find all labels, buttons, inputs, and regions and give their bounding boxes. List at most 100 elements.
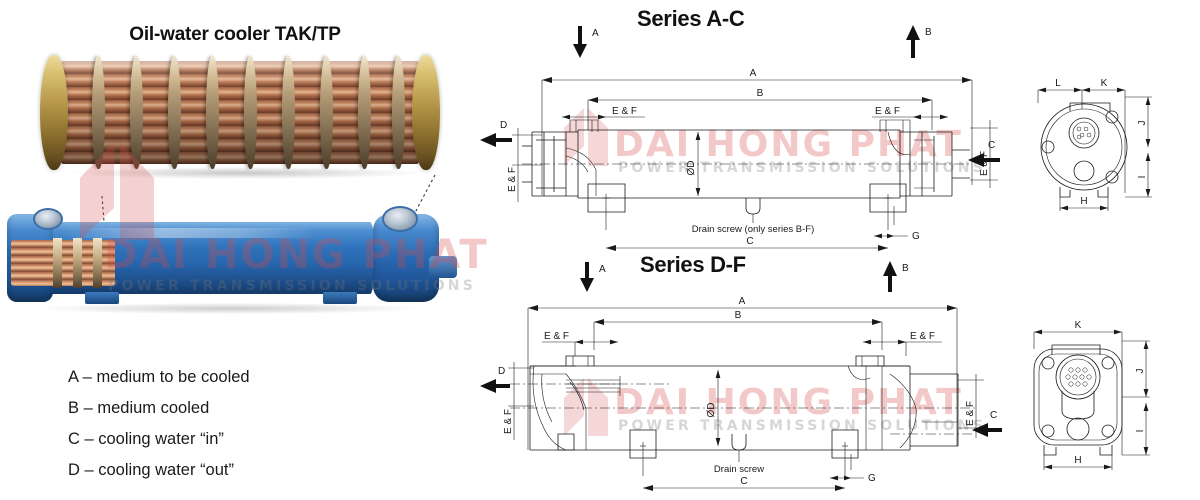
legend-item-d: D – cooling water “out” bbox=[68, 461, 234, 479]
baffle-plate bbox=[244, 56, 257, 169]
dimension-diameter-d: ØD bbox=[686, 132, 701, 196]
dimension-h: H bbox=[1043, 455, 1113, 470]
svg-text:J: J bbox=[1135, 369, 1146, 374]
photo-shadow bbox=[70, 167, 420, 179]
svg-text:H: H bbox=[1074, 455, 1081, 466]
dimension-ef-left-top: E & F bbox=[562, 106, 645, 120]
dimension-i: I bbox=[1125, 153, 1152, 198]
series-df-end-view: K J bbox=[1033, 320, 1150, 470]
baffle-plate bbox=[206, 56, 219, 169]
inner-chamber bbox=[1061, 391, 1095, 420]
baffle-plate bbox=[320, 56, 333, 169]
svg-text:E & F: E & F bbox=[503, 409, 514, 434]
dimension-i: I bbox=[1122, 403, 1150, 456]
flow-label-a: A bbox=[599, 264, 606, 275]
svg-text:J: J bbox=[1137, 121, 1148, 126]
dimension-b: B bbox=[593, 310, 883, 350]
drain-screw bbox=[745, 198, 761, 223]
flow-label-d: D bbox=[498, 366, 505, 377]
flow-label-d: D bbox=[500, 120, 507, 131]
end-view-body bbox=[1033, 344, 1123, 456]
shell-highlight bbox=[65, 228, 315, 238]
drain-port-end bbox=[1073, 160, 1095, 182]
tube-bundle-end bbox=[1068, 117, 1100, 149]
product-photo-panel: Oil-water cooler TAK/TP bbox=[0, 0, 470, 500]
flow-label-c: C bbox=[990, 410, 997, 421]
series-ac-drawing: A B D C A B E & F bbox=[480, 25, 1000, 251]
dimension-c: C bbox=[643, 476, 845, 491]
baffle-plate bbox=[168, 56, 181, 169]
dimension-l: L bbox=[1037, 78, 1082, 103]
svg-text:E & F: E & F bbox=[875, 106, 900, 117]
svg-text:K: K bbox=[1075, 320, 1082, 331]
bolt-boss bbox=[1101, 356, 1115, 370]
dimension-diameter-d: ØD bbox=[706, 370, 721, 446]
svg-text:C: C bbox=[740, 476, 747, 487]
legend-item-c: C – cooling water “in” bbox=[68, 430, 224, 448]
svg-text:B: B bbox=[735, 310, 742, 321]
dimension-k: K bbox=[1081, 78, 1126, 193]
right-head-assembly bbox=[879, 119, 970, 197]
drain-port-end bbox=[1066, 417, 1090, 441]
cooler-shell-section bbox=[510, 365, 975, 451]
svg-text:A: A bbox=[750, 68, 757, 79]
flow-arrow-a bbox=[580, 262, 594, 292]
svg-text:E & F: E & F bbox=[612, 106, 637, 117]
baffle-plate bbox=[358, 56, 371, 169]
dimension-k: K bbox=[1033, 320, 1123, 455]
svg-text:E & F: E & F bbox=[979, 151, 990, 176]
drain-screw-note: Drain screw bbox=[714, 464, 764, 475]
flow-label-a: A bbox=[592, 28, 599, 39]
drain-screw-note: Drain screw (only series B-F) bbox=[692, 224, 814, 235]
flow-arrow-c bbox=[972, 423, 1002, 437]
svg-text:G: G bbox=[868, 473, 876, 484]
svg-text:E & F: E & F bbox=[544, 331, 569, 342]
dimension-ef-right-vertical: E & F bbox=[958, 374, 984, 438]
legend-item-b: B – medium cooled bbox=[68, 399, 210, 417]
svg-text:H: H bbox=[1080, 196, 1087, 207]
flow-label-b: B bbox=[925, 27, 932, 38]
svg-text:A: A bbox=[739, 296, 746, 307]
baffle-plate bbox=[92, 56, 105, 169]
dimension-c: C bbox=[606, 236, 888, 251]
drain-screw bbox=[731, 434, 747, 462]
cooler-shell-section bbox=[522, 129, 970, 199]
flow-arrow-b bbox=[906, 25, 920, 58]
baffle-plate bbox=[73, 238, 82, 288]
dimension-ef-right-top: E & F bbox=[872, 106, 948, 120]
right-head-assembly bbox=[847, 355, 959, 450]
dimension-ef-left-top: E & F bbox=[542, 331, 618, 356]
mounting-bracket-right bbox=[869, 183, 907, 230]
svg-text:E & F: E & F bbox=[507, 167, 518, 192]
bolt-boss bbox=[1041, 140, 1055, 154]
svg-text:G: G bbox=[912, 231, 920, 242]
mounting-bracket-right bbox=[831, 429, 859, 476]
dimension-ef-left-vertical: E & F bbox=[503, 362, 534, 440]
dimension-j: J bbox=[1122, 340, 1150, 398]
dimension-ef-right-vertical: E & F bbox=[970, 120, 998, 188]
dimension-a: A bbox=[527, 296, 958, 450]
flow-arrow-d bbox=[480, 133, 512, 147]
baffle-plate bbox=[282, 56, 295, 169]
svg-text:L: L bbox=[1055, 78, 1061, 89]
assembled-cooler-photo bbox=[5, 200, 460, 315]
flow-arrow-a bbox=[573, 26, 587, 58]
bolt-boss bbox=[1105, 110, 1119, 124]
mounting-bracket-left bbox=[587, 183, 626, 230]
bolt-boss bbox=[1105, 170, 1119, 184]
bolt-boss bbox=[1041, 356, 1055, 370]
bolt-boss bbox=[1101, 424, 1115, 438]
nozzle-port-left bbox=[33, 208, 63, 230]
left-head-assembly bbox=[522, 119, 599, 197]
tube-bundle-photo bbox=[40, 55, 440, 179]
dimension-a: A bbox=[541, 68, 973, 195]
end-view-body bbox=[1040, 102, 1128, 198]
series-df-title: Series D-F bbox=[640, 252, 746, 277]
series-ac-end-view: L K J bbox=[1037, 78, 1152, 211]
baffle-plate bbox=[130, 56, 143, 169]
dimension-ef-right-top: E & F bbox=[863, 331, 942, 356]
svg-text:I: I bbox=[1135, 430, 1146, 433]
svg-text:E & F: E & F bbox=[910, 331, 935, 342]
svg-text:C: C bbox=[746, 236, 753, 247]
svg-text:ØD: ØD bbox=[686, 161, 697, 176]
